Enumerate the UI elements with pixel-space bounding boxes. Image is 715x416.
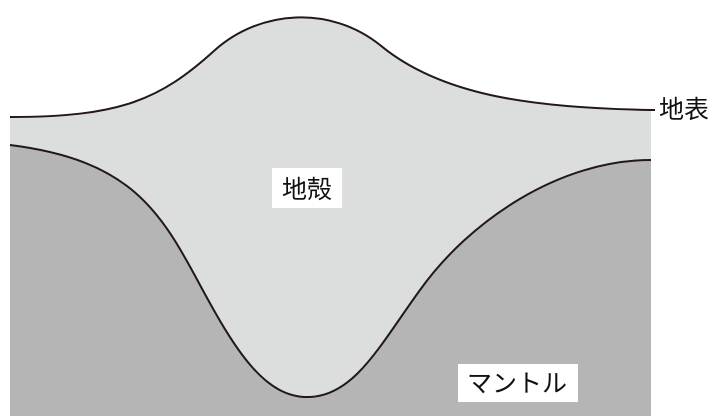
surface-label: 地表 <box>659 95 709 124</box>
crust-mantle-boundary-line <box>9 144 652 399</box>
mantle-label-background <box>458 364 578 402</box>
surface-line <box>9 16 652 118</box>
mantle-layer <box>10 145 651 416</box>
mantle-label: マントル <box>467 369 567 398</box>
crust-label-background <box>272 168 342 208</box>
crust-label: 地殻 <box>282 175 332 204</box>
